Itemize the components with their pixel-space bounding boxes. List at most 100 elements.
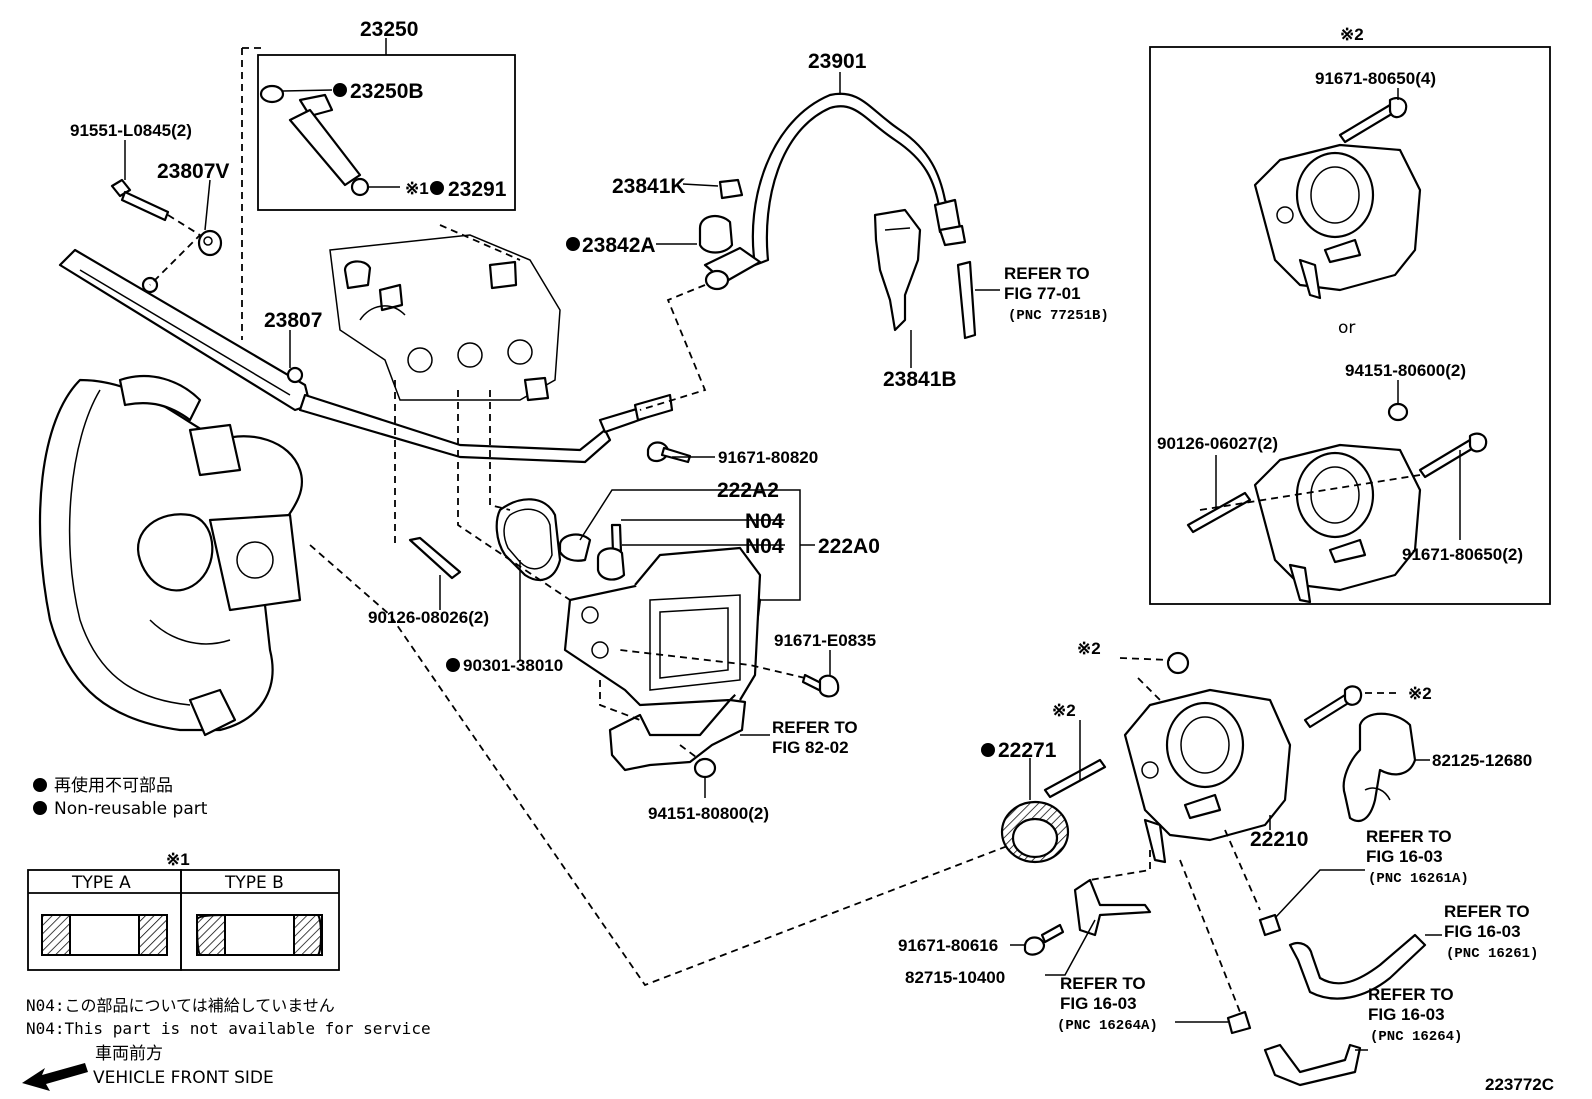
legend-nonreusable-en: Non-reusable part xyxy=(54,799,208,819)
label-N04a: N04 xyxy=(745,510,784,533)
figure-id: 223772C xyxy=(1485,1075,1554,1094)
fuel-hose-23901 xyxy=(703,92,967,291)
label-or: or xyxy=(1338,318,1355,338)
nonreusable-dot xyxy=(981,743,995,757)
label-22271: 22271 xyxy=(998,739,1057,762)
label-23250: 23250 xyxy=(360,18,418,41)
legend-front-en: VEHICLE FRONT SIDE xyxy=(93,1068,274,1088)
cushion-23807V xyxy=(197,229,223,257)
nut-N04 xyxy=(596,547,626,581)
clip-222A2 xyxy=(558,533,592,562)
ref16261-line1: REFER TO xyxy=(1444,902,1530,921)
ref16264-line3: (PNC 16264) xyxy=(1370,1029,1462,1045)
legend-front-jp: 車両前方 xyxy=(95,1044,163,1064)
injector xyxy=(259,84,370,197)
stud-90126-06027 xyxy=(1186,491,1252,534)
label-222A0: 222A0 xyxy=(818,535,880,558)
clamp-23842A xyxy=(698,214,734,254)
bolt-right xyxy=(1303,685,1363,729)
ref1626A-line2: FIG 16-03 xyxy=(1366,847,1443,866)
gasket-22271 xyxy=(1000,800,1070,864)
fuel-rail xyxy=(58,248,674,464)
labels: 23250 23250B ※1 23291 91551-L0845(2) 238… xyxy=(26,18,1554,1094)
ref16264-line1: REFER TO xyxy=(1368,985,1454,1004)
type-a-section xyxy=(41,914,168,956)
legend-type-mark: ※1 xyxy=(166,850,190,869)
ref77-line1: REFER TO xyxy=(1004,264,1090,283)
clip-23841B xyxy=(873,208,922,332)
throttle-body-inset-b xyxy=(1253,443,1422,604)
stud-90126-08026 xyxy=(408,536,462,580)
bracket xyxy=(608,698,747,772)
bolt-91671-80650-2 xyxy=(1418,432,1488,479)
ref77-line3: (PNC 77251B) xyxy=(1008,308,1109,324)
label-222A2: 222A2 xyxy=(717,479,779,502)
nut-94151-80800 xyxy=(693,757,717,779)
ref16261-line3: (PNC 16261) xyxy=(1446,946,1538,962)
nut-94151-80600 xyxy=(1387,402,1409,422)
label-91671-80616: 91671-80616 xyxy=(898,936,998,955)
bolt-91671-E0835 xyxy=(801,673,840,698)
label-91671-E0835: 91671-E0835 xyxy=(774,631,876,650)
label-23250B: 23250B xyxy=(350,80,424,103)
hose-16264A xyxy=(1226,1010,1252,1035)
label-23901: 23901 xyxy=(808,50,867,73)
front-arrow-icon xyxy=(22,1063,88,1091)
label-82125: 82125-12680 xyxy=(1432,751,1532,770)
nonreusable-dot xyxy=(430,181,444,195)
actuator-222A0 xyxy=(563,546,762,707)
label-23807: 23807 xyxy=(264,309,322,332)
legend-type-b: TYPE B xyxy=(224,873,284,893)
ref16264A-line3: (PNC 16264A) xyxy=(1057,1018,1158,1034)
label-90126-08026: 90126-08026(2) xyxy=(368,608,489,627)
ref16264-line2: FIG 16-03 xyxy=(1368,1005,1445,1024)
ref77-line2: FIG 77-01 xyxy=(1004,284,1081,303)
throttle-body-22210 xyxy=(1123,688,1292,864)
label-90301: 90301-38010 xyxy=(463,656,563,675)
label-mark2-inset: ※2 xyxy=(1340,25,1364,44)
hose-16261A xyxy=(1258,913,1282,937)
legend-nonreusable-jp: 再使用不可部品 xyxy=(54,775,173,796)
label-91671-80650-4: 91671-80650(4) xyxy=(1315,69,1436,88)
ref16264A-line2: FIG 16-03 xyxy=(1060,994,1137,1013)
intake-manifold xyxy=(38,375,303,737)
type-b-section xyxy=(195,913,323,956)
alternate-throttle-box xyxy=(1149,46,1551,605)
hose-16261 xyxy=(1288,933,1427,1000)
gasket-90301 xyxy=(495,498,562,582)
ref1626A-line3: (PNC 16261A) xyxy=(1368,871,1469,887)
label-22210: 22210 xyxy=(1250,828,1308,851)
label-23291: 23291 xyxy=(448,178,507,201)
ref16261-line2: FIG 16-03 xyxy=(1444,922,1521,941)
label-mark2-a: ※2 xyxy=(1077,639,1101,658)
nonreusable-dot xyxy=(446,658,460,672)
type-b-box xyxy=(180,869,340,971)
bolt-91671-80650-4 xyxy=(1338,96,1408,144)
bolt-91551 xyxy=(110,178,170,222)
stud-right xyxy=(1043,758,1107,799)
label-94151-80800: 94151-80800(2) xyxy=(648,804,769,823)
legend-dot-en xyxy=(33,801,47,815)
label-23291-mark: ※1 xyxy=(405,179,429,198)
label-94151-80600: 94151-80600(2) xyxy=(1345,361,1466,380)
label-23841K: 23841K xyxy=(612,175,686,198)
nonreusable-dot xyxy=(333,83,347,97)
label-23807V: 23807V xyxy=(157,160,229,183)
bracket-82715 xyxy=(1073,878,1152,937)
ref16264A-line1: REFER TO xyxy=(1060,974,1146,993)
label-mark2-b: ※2 xyxy=(1052,701,1076,720)
hose-16264 xyxy=(1263,1043,1362,1087)
throttle-body-inset-a xyxy=(1253,143,1422,300)
clip-23841K xyxy=(718,178,744,200)
ref1626A-line1: REFER TO xyxy=(1366,827,1452,846)
bolt-91671-80616 xyxy=(1023,923,1065,956)
vsv-82125 xyxy=(1342,712,1417,823)
legend-type-a: TYPE A xyxy=(71,873,131,893)
ref82-line1: REFER TO xyxy=(772,718,858,737)
legend-dot-jp xyxy=(33,778,47,792)
label-91551: 91551-L0845(2) xyxy=(70,121,192,140)
label-91671-80820: 91671-80820 xyxy=(718,448,818,467)
bolt-91671-80820 xyxy=(646,441,692,464)
ref82-line2: FIG 82-02 xyxy=(772,738,849,757)
